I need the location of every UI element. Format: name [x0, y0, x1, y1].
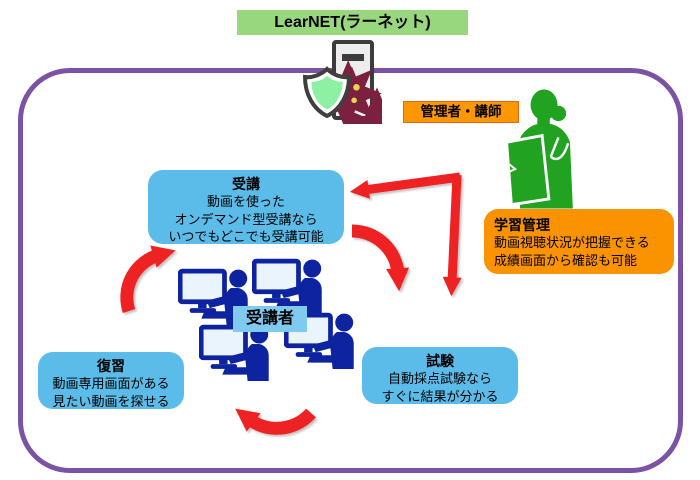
- attend-title: 受講: [232, 176, 260, 192]
- review-box: 復習 動画専用画面がある 見たい動画を探せる: [38, 352, 184, 409]
- students-label: 受講者: [233, 306, 307, 332]
- learning-management-box: 学習管理 動画視聴状況が把握できる 成績画面から確認も可能: [484, 209, 674, 274]
- server-security-icon: [302, 40, 382, 124]
- instructor-person-icon: [505, 89, 573, 209]
- student-at-computer-icon: [199, 324, 273, 381]
- review-title: 復習: [97, 358, 125, 374]
- exam-box: 試験 自動採点試験なら すぐに結果が分かる: [362, 347, 518, 404]
- exam-line: すぐに結果が分かる: [381, 388, 499, 404]
- review-line: 見たい動画を探せる: [52, 393, 170, 409]
- attend-line: 動画を使った: [206, 194, 285, 209]
- attend-box: 受講 動画を使った オンデマンド型受講なら いつでもどこでも受講可能: [148, 170, 344, 244]
- exam-title: 試験: [426, 353, 454, 369]
- attend-line: オンデマンド型受講なら: [174, 211, 318, 227]
- attend-line: いつでもどこでも受講可能: [168, 229, 324, 244]
- exam-line: 自動採点試験なら: [387, 371, 492, 386]
- learnet-title-banner: LearNET(ラーネット): [237, 10, 468, 35]
- security-shield-icon: [302, 66, 352, 119]
- learning-management-line: 動画視聴状況が把握できる: [494, 235, 650, 250]
- admin-instructor-label: 管理者・講師: [403, 101, 519, 123]
- learning-management-line: 成績画面から確認も可能: [494, 252, 638, 268]
- review-line: 動画専用画面がある: [52, 376, 170, 391]
- learning-management-title: 学習管理: [494, 217, 550, 233]
